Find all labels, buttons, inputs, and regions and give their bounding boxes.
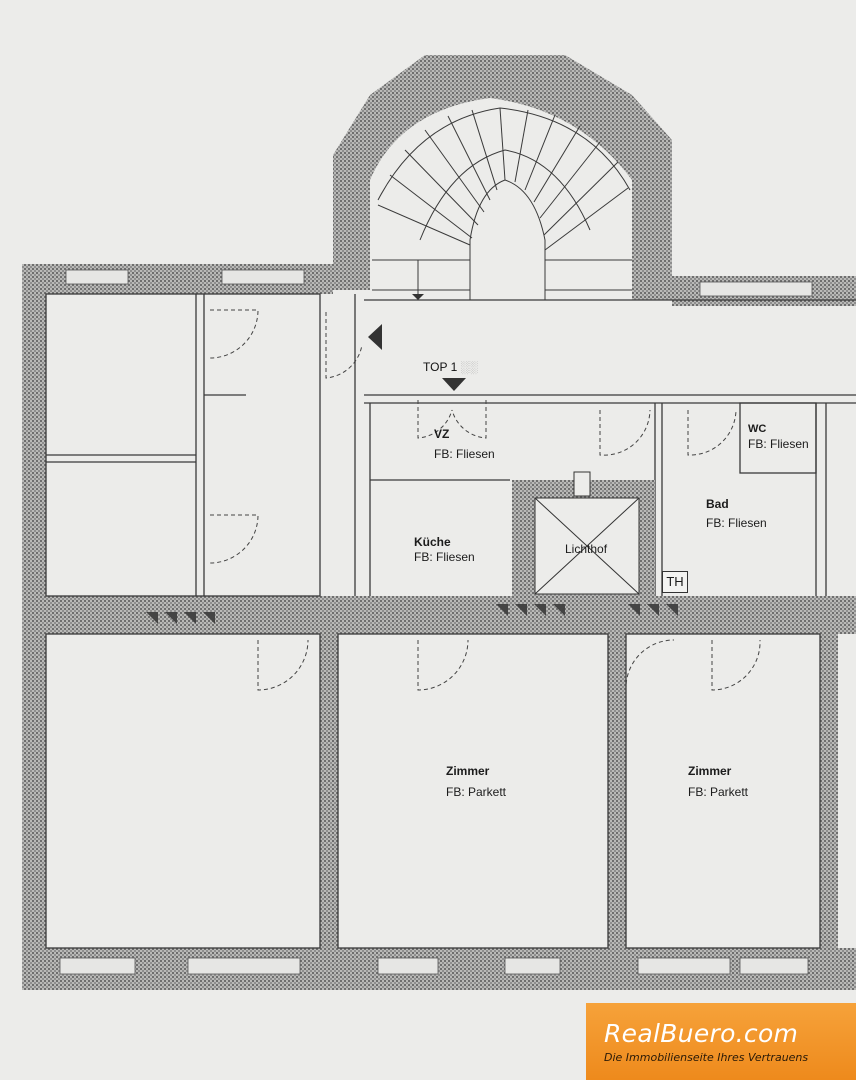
entry-arrow-left-icon: [368, 324, 382, 350]
entry-arrow-down-icon: [442, 378, 466, 391]
brand-tagline: Die Immobilienseite Ihres Vertrauens: [604, 1051, 809, 1064]
room-zimmer-2: Zimmer FB: Parkett: [688, 764, 748, 800]
room-vz-floor: FB: Fliesen: [434, 447, 495, 461]
stair-tower: [333, 55, 672, 300]
room-kueche: Küche FB: Fliesen: [414, 535, 475, 565]
room-name: Bad: [706, 497, 729, 511]
room-floor: FB: Fliesen: [414, 550, 475, 564]
room-name: Küche: [414, 535, 451, 549]
room-lichthof: Lichthof: [565, 542, 607, 557]
room-floor: FB: Parkett: [688, 785, 749, 799]
brand-logo[interactable]: RealBuero.com: [604, 1019, 799, 1048]
room-bad: Bad FB: Fliesen: [706, 497, 767, 531]
unit-label: TOP 1 ░░: [423, 360, 478, 374]
room-name: Zimmer: [446, 764, 490, 778]
door-swings: [209, 309, 761, 691]
room-floor: FB: Fliesen: [748, 437, 809, 451]
room-name: VZ: [434, 427, 450, 441]
lichthof-shaft: [512, 471, 655, 596]
windows: [59, 269, 813, 975]
th-marker: TH: [662, 571, 688, 593]
room-wc: WC FB: Fliesen: [748, 422, 809, 452]
interior-walls: [45, 293, 856, 949]
room-floor: FB: Parkett: [446, 785, 507, 799]
outer-walls: [22, 264, 856, 990]
room-zimmer-1: Zimmer FB: Parkett: [446, 764, 506, 800]
room-name: Lichthof: [565, 542, 608, 556]
room-floor: FB: Fliesen: [706, 516, 767, 530]
room-name: WC: [748, 423, 767, 435]
room-vz: VZ: [434, 427, 449, 442]
vent-markers: [146, 604, 678, 624]
room-name: Zimmer: [688, 764, 732, 778]
brand-banner[interactable]: RealBuero.com Die Immobilienseite Ihres …: [586, 1003, 856, 1080]
